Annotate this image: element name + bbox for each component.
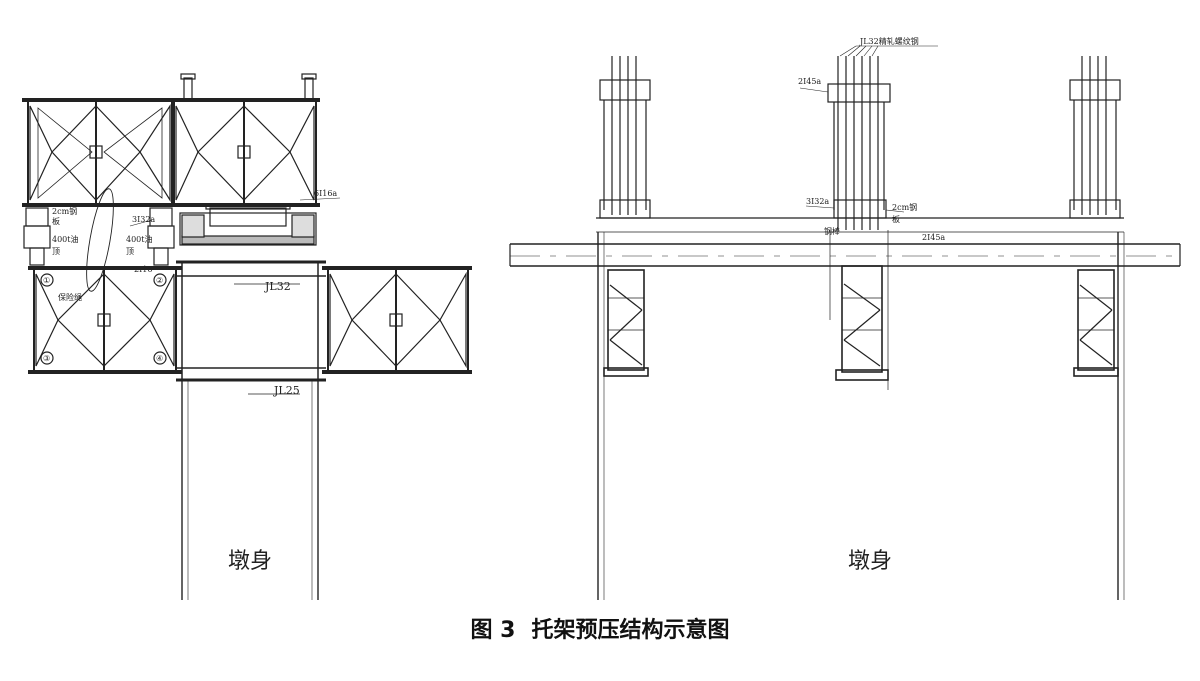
left-labels: 墩身 JL32 JL25 400t油 顶 400t油 顶 2cm钢 板 3I32… — [43, 189, 337, 574]
left-jack-label-2: 顶 — [52, 247, 60, 256]
jack-right — [147, 207, 175, 266]
plate-label-2: 板 — [892, 214, 900, 224]
column-center — [799, 45, 938, 390]
caption-title: 托架预压结构示意图 — [531, 618, 730, 643]
circle-4-label: ④ — [156, 354, 163, 363]
safety-rope-label: 保险绳 — [58, 292, 82, 302]
beam-3i32a-label: 3I32a — [806, 197, 829, 206]
plate-label-1: 2cm钢 — [892, 202, 917, 212]
safety-rope — [86, 188, 114, 292]
plate-top-label: 2cm钢 — [52, 206, 77, 216]
beam-2i45a-mid-label: 2I45a — [922, 233, 945, 242]
right-jack-label-1: 400t油 — [126, 234, 152, 244]
jl25-label: JL25 — [273, 384, 300, 397]
middle-frame — [176, 260, 326, 395]
left-pier-label: 墩身 — [228, 549, 272, 574]
steel-6i16a-label: 6I16a — [314, 189, 337, 198]
circle-2-label: ② — [156, 276, 163, 285]
top-posts — [180, 73, 317, 101]
steel-3i32a-label: 3I32a — [132, 215, 155, 224]
circle-1-label: ① — [43, 276, 50, 285]
lower-right-truss — [322, 266, 472, 374]
caption-number: 图 3 — [470, 618, 516, 643]
column-right — [1069, 56, 1125, 600]
jl32-label: JL32 — [264, 280, 291, 293]
right-pier-label: 墩身 — [848, 549, 892, 574]
small-top-label: 2I16 — [134, 265, 152, 274]
upper-left-truss — [22, 98, 178, 207]
right-jack-label-2: 顶 — [126, 247, 134, 256]
jack-left — [23, 207, 51, 266]
plate-label: 板 — [52, 216, 60, 226]
right-labels: 墩身 JL32精轧螺纹钢 2I45a 3I32a 2cm钢 板 2I45a 钢棒 — [798, 36, 945, 574]
steel-rod-label: 钢棒 — [824, 226, 840, 236]
upper-right-truss — [170, 98, 320, 207]
beam-2i45a-top-label: 2I45a — [798, 77, 821, 86]
circle-3-label: ③ — [43, 354, 50, 363]
left-elevation-view — [22, 73, 472, 600]
long-beam — [509, 243, 1181, 267]
right-elevation-view — [509, 45, 1181, 600]
lower-left-truss — [28, 266, 182, 374]
rebar-label: JL32精轧螺纹钢 — [859, 36, 919, 46]
structure-diagram: 墩身 JL32 JL25 400t油 顶 400t油 顶 2cm钢 板 3I32… — [22, 36, 1181, 600]
left-pier — [181, 380, 319, 600]
figure-caption: 图 3 托架预压结构示意图 — [0, 612, 1200, 644]
left-jack-label-1: 400t油 — [52, 234, 78, 244]
column-left — [597, 56, 651, 600]
preload-block — [179, 203, 317, 246]
